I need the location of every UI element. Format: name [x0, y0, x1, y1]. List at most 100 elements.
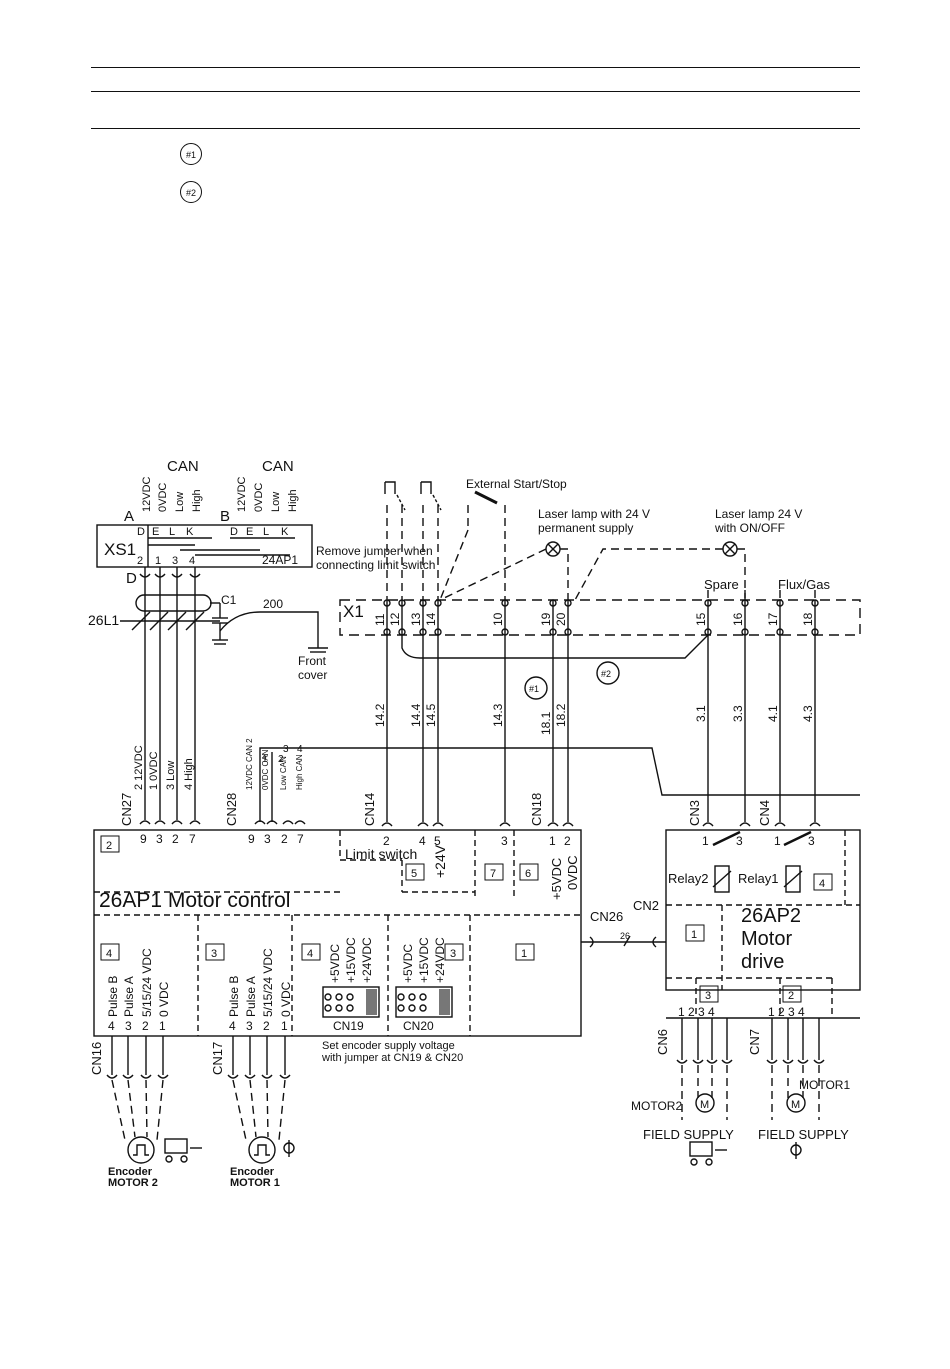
label-relay2: Relay2 [668, 871, 708, 886]
label-cn6-pins: 1 2 3 4 [678, 1005, 715, 1019]
label-high: High [191, 489, 203, 512]
label-set-enc-1: Set encoder supply voltage [322, 1040, 455, 1052]
label-m1: #1 [529, 684, 539, 694]
label-cn7: CN7 [747, 1029, 762, 1055]
label-r1b: 1 [774, 834, 781, 848]
label-t10: 10 [491, 612, 505, 626]
label-pin-d: D [230, 526, 238, 538]
label-cn28: CN28 [224, 793, 239, 826]
label-t17: 17 [766, 612, 780, 626]
label-j5: +5VDC [401, 944, 415, 983]
label-n2: 2 [263, 1019, 270, 1033]
label-motor2: MOTOR2 [631, 1099, 682, 1113]
label-ap24: 24AP1 [262, 553, 298, 567]
label-cn27: CN27 [119, 793, 134, 826]
label-pulse-a: Pulse A [244, 976, 258, 1017]
label-l26: 26L1 [88, 612, 119, 628]
label-n1: 1 [281, 1019, 288, 1033]
label-v5-15-24: 5/15/24 VDC [140, 948, 154, 1017]
label-box3b: 3 [450, 948, 456, 960]
label-pin-k: K [281, 526, 289, 538]
label-p2: 2 [172, 832, 179, 846]
label-m2: #2 [601, 669, 611, 679]
label-p9: 9 [140, 832, 147, 846]
label-box4c: 4 [307, 948, 313, 960]
label-box4b: 4 [106, 948, 112, 960]
label-r3b: 3 [808, 834, 815, 848]
label-box1b: 1 [691, 929, 697, 941]
label-p7: 7 [297, 832, 304, 846]
label-pin-e: E [152, 526, 159, 538]
label-enc-m2-2: MOTOR 2 [108, 1177, 158, 1189]
label-cn7-pins: 1 2 3 4 [768, 1005, 805, 1019]
label-n3: 3 [125, 1019, 132, 1033]
label-w145: 14.5 [424, 703, 438, 727]
label-motor1: MOTOR1 [799, 1078, 850, 1092]
label-box3c: 3 [705, 990, 711, 1002]
label-enc-m1-1: Encoder [230, 1166, 275, 1178]
label-box6: 6 [525, 868, 531, 880]
label-p4: 4 [419, 834, 426, 848]
label-laser-onoff-2: with ON/OFF [714, 521, 785, 535]
label-j5: +5VDC [328, 944, 342, 983]
label-enc-m1-2: MOTOR 1 [230, 1177, 280, 1189]
label-t12: 12 [388, 612, 402, 626]
label-cn16: CN16 [89, 1042, 104, 1075]
label-label: 2 [137, 555, 143, 567]
label-p1: 1 [549, 834, 556, 848]
header-rule-bottom [91, 128, 860, 129]
label-laser-onoff-1: Laser lamp 24 V [715, 507, 802, 521]
label-p5: 5 [434, 834, 441, 848]
label-cn27-4: 4 High [183, 758, 195, 790]
label-connecting-limit: connecting limit switch [316, 558, 435, 572]
label-cn26: CN26 [590, 909, 623, 924]
label-front-cover-2: cover [298, 668, 327, 682]
label-cn18: CN18 [529, 793, 544, 826]
label-cn28-n2: 2 [278, 754, 284, 765]
label-w33: 3.3 [731, 705, 745, 722]
label-label: 1 [155, 555, 161, 567]
label-v0: 0VDC [157, 483, 169, 512]
label-v0vdc: 0 VDC [157, 981, 171, 1017]
label-pulse-b: Pulse B [227, 976, 241, 1017]
header-rule-top [91, 67, 860, 68]
label-w182: 18.2 [554, 703, 568, 727]
label-t15: 15 [694, 612, 708, 626]
label-spare: Spare [704, 577, 739, 592]
label-p3: 3 [156, 832, 163, 846]
label-cn27-3: 3 Low [165, 761, 177, 790]
label-j24: +24VDC [360, 937, 374, 983]
label-w200: 200 [263, 597, 283, 611]
label-low: Low [174, 492, 186, 512]
label-v12: 12VDC [236, 476, 248, 512]
label-cn17: CN17 [210, 1042, 225, 1075]
label-field-supply: FIELD SUPPLY [643, 1127, 734, 1142]
label-m-letter: M [791, 1099, 800, 1111]
label-limit-switch: Limit switch [345, 846, 417, 862]
label-box2: 2 [106, 840, 112, 852]
label-w143: 14.3 [491, 703, 505, 727]
label-box2b: 2 [788, 990, 794, 1002]
label-j15: +15VDC [417, 937, 431, 983]
label-laser-perm-2: permanent supply [538, 521, 633, 535]
label-t18: 18 [801, 612, 815, 626]
label-can-a: CAN [167, 458, 199, 475]
label-high: High [287, 489, 299, 512]
marker-2-icon: #2 [180, 181, 202, 203]
label-cn19: CN19 [333, 1019, 364, 1033]
label-w181: 18.1 [539, 711, 553, 735]
label-t16: 16 [731, 612, 745, 626]
label-enc-m2-1: Encoder [108, 1166, 153, 1178]
label-pin-d: D [137, 526, 145, 538]
label-w41: 4.1 [766, 705, 780, 722]
label-t14: 14 [424, 612, 438, 626]
label-set-enc-2: with jumper at CN19 & CN20 [321, 1052, 463, 1064]
label-v0: 0VDC [253, 483, 265, 512]
header-rule-mid [91, 91, 860, 92]
label-d: D [126, 570, 137, 587]
label-p9: 9 [248, 832, 255, 846]
label-t20: 20 [554, 612, 568, 626]
label-p2c: 2 [564, 834, 571, 848]
label-flux-gas: Flux/Gas [778, 577, 831, 592]
